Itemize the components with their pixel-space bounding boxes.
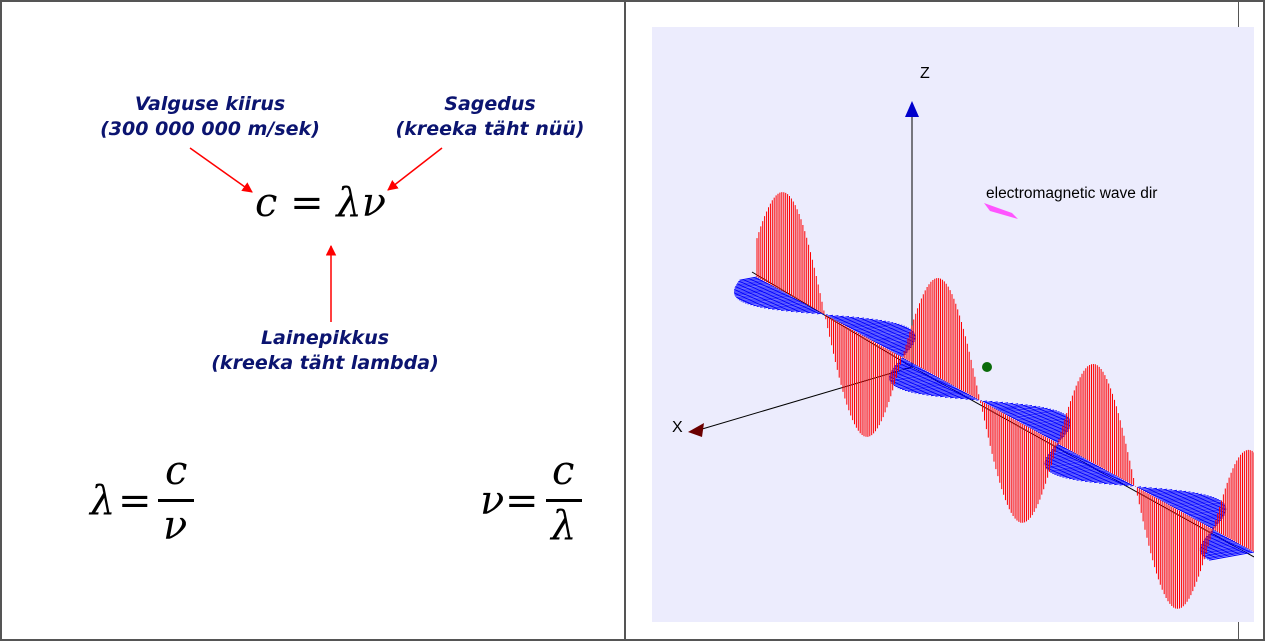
frequency-label: Sagedus (kreeka täht nüü) [365,92,615,142]
axis-x-arrowhead [688,423,704,437]
formula-nu-lhs: ν [480,478,505,524]
em-wave-visualization[interactable]: Z X electromagnetic wave dir [652,27,1254,622]
formula-nu-fraction-bar [546,499,582,502]
formula-nu-num: c [552,448,575,494]
formula-lambda-fraction-bar [158,499,194,502]
speed-of-light-label: Valguse kiirus (300 000 000 m/sek) [60,92,360,142]
arrow-frequency [387,147,443,191]
formula-lambda-den: ν [163,503,188,549]
wave-direction-arrow-icon [984,203,1018,219]
wavelength-title: Lainepikkus [260,327,390,349]
speed-subtitle: (300 000 000 m/sek) [100,118,320,140]
electric-field-wave [756,192,1254,609]
origin-marker-icon [982,362,992,372]
axis-z-label: Z [920,65,930,82]
frequency-title: Sagedus [444,93,536,115]
frequency-subtitle: (kreeka täht nüü) [395,118,585,140]
formula-lambda-lhs: λ [90,478,116,524]
axis-x-label: X [672,419,683,436]
formula-lambda-eq: = [118,478,152,524]
wave-direction-label: electromagnetic wave dir [986,185,1158,202]
speed-title: Valguse kiirus [134,93,286,115]
arrow-speed [189,147,253,193]
formula-lambda-num: c [165,448,188,494]
formula-arrows [189,147,443,322]
right-cell-frame [624,0,1265,641]
magnetic-field-wave [733,276,1254,561]
formula-nu-den: λ [551,503,577,549]
wavelength-subtitle: (kreeka täht lambda) [211,352,439,374]
axis-z-arrowhead [905,101,919,117]
main-formula: c = λν [255,180,387,226]
wavelength-label: Lainepikkus (kreeka täht lambda) [160,326,490,376]
formula-nu-eq: = [505,478,539,524]
wave-canvas [688,101,1254,609]
